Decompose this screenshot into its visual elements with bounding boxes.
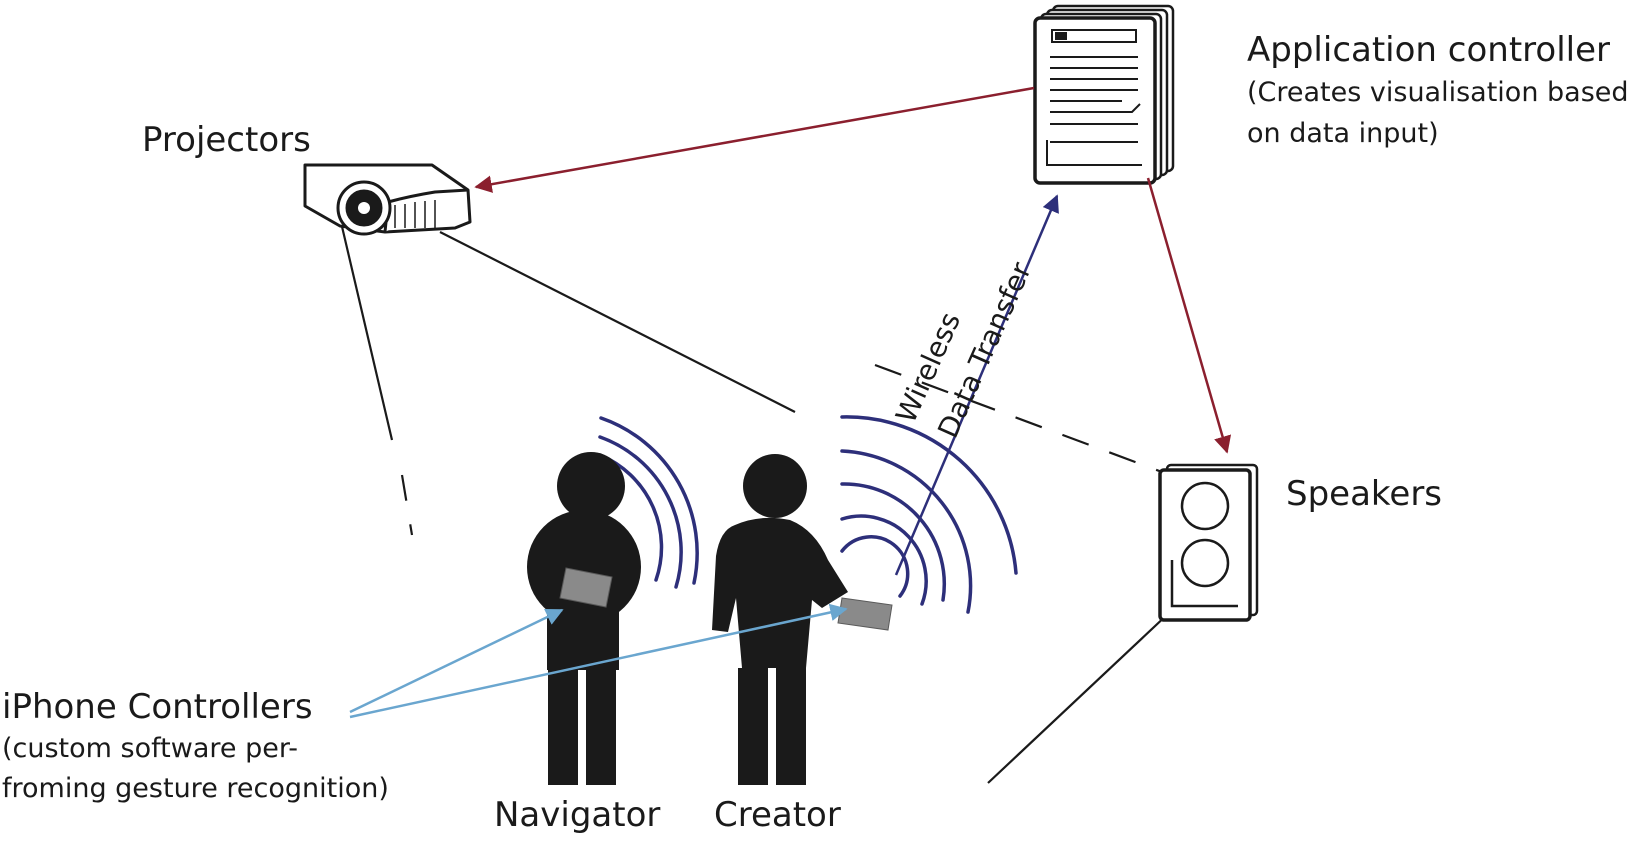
- projector-icon: [303, 163, 472, 236]
- speaker-icon: [1158, 463, 1259, 622]
- phone-icon: [837, 597, 893, 631]
- projection-lines: [338, 217, 796, 536]
- computer-documents-icon: [1033, 4, 1175, 185]
- app-controller-desc-2: on data input): [1247, 118, 1439, 149]
- iphone-controllers-label: iPhone Controllers: [2, 687, 313, 727]
- creator-label: Creator: [714, 795, 841, 835]
- person-silhouette-icon: [527, 452, 641, 785]
- wireless-transfer-arrow: [894, 194, 1059, 576]
- speakers-label: Speakers: [1286, 474, 1442, 514]
- projectors-label: Projectors: [142, 120, 311, 160]
- gesture-arrows: [349, 603, 848, 719]
- app-controller-desc-1: (Creates visualisation based: [1247, 77, 1629, 108]
- app-controller-label: Application controller: [1247, 30, 1610, 70]
- iphone-controllers-desc-2: froming gesture recognition): [2, 773, 389, 804]
- phone-icon: [559, 567, 613, 608]
- navigator-label: Navigator: [494, 795, 660, 835]
- sound-lines: [874, 363, 1171, 784]
- iphone-controllers-desc-1: (custom software per-: [2, 733, 298, 764]
- person-silhouette-icon: [712, 454, 848, 785]
- control-arrows: [474, 86, 1232, 454]
